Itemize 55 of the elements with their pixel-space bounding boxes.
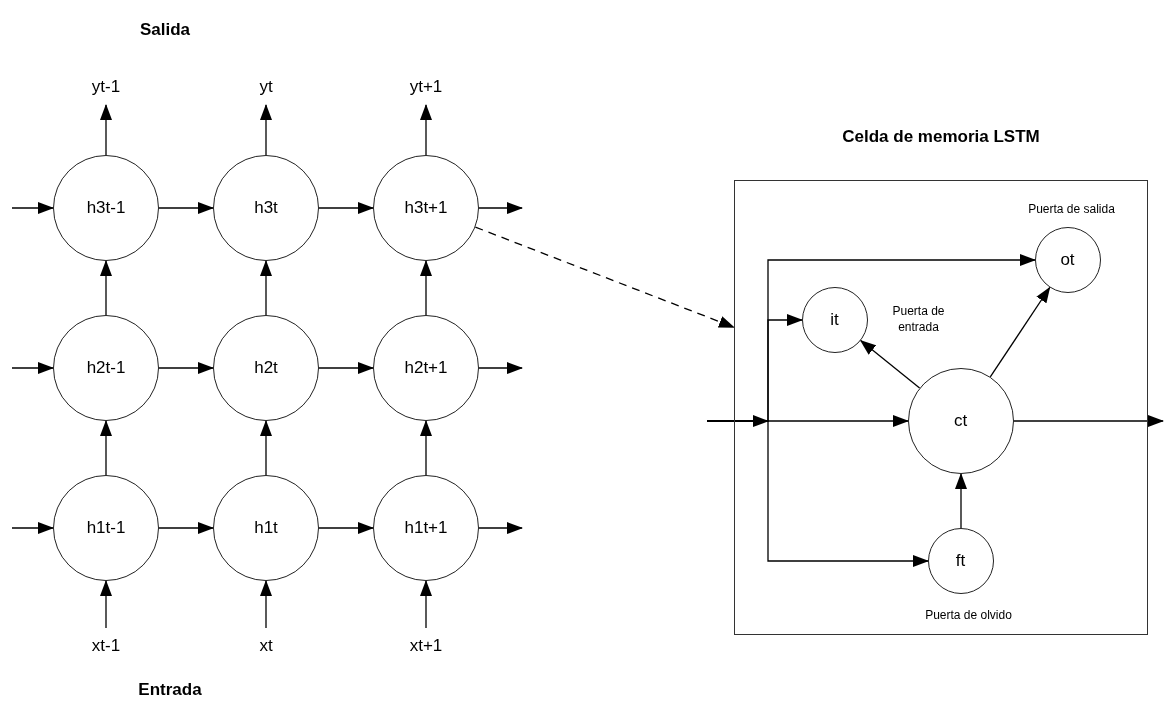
arrow: [478, 202, 523, 214]
arrow: [420, 580, 432, 629]
arrow: [420, 420, 432, 476]
gate-caption: Puerta de entrada: [891, 302, 946, 335]
cell-heading: Celda de memoria LSTM: [841, 126, 1041, 148]
gate-caption: Puerta de olvido: [924, 606, 1013, 623]
arrow: [11, 362, 54, 374]
arrow: [989, 286, 1051, 378]
arrow: [859, 339, 921, 389]
arrow: [158, 522, 214, 534]
arrow: [158, 362, 214, 374]
section-title: Salida: [139, 19, 191, 42]
arrow: [478, 362, 523, 374]
state-label: ct: [953, 409, 968, 432]
state-label: h2t-1: [86, 357, 126, 380]
sequence-label: xt: [231, 634, 301, 658]
arrow: [955, 473, 967, 529]
sequence-label: yt: [231, 75, 301, 99]
arrow: [706, 420, 929, 567]
state-label: h3t: [254, 197, 278, 220]
state-label: ft: [955, 549, 966, 572]
arrow: [260, 420, 272, 476]
arrow: [11, 202, 54, 214]
state-label: h2t+1: [404, 357, 448, 380]
arrow: [260, 260, 272, 316]
arrow: [420, 260, 432, 316]
arrow: [420, 104, 432, 156]
sequence-label: xt-1: [71, 634, 141, 658]
arrow: [100, 104, 112, 156]
arrow: [318, 362, 374, 374]
arrow: [11, 522, 54, 534]
dashed-arrow: [474, 226, 735, 328]
arrow: [100, 580, 112, 629]
arrow: [158, 202, 214, 214]
arrow: [100, 420, 112, 476]
arrow: [318, 522, 374, 534]
arrow: [260, 580, 272, 629]
section-title: Entrada: [138, 679, 202, 702]
arrow: [100, 260, 112, 316]
sequence-label: yt+1: [391, 75, 461, 99]
state-label: h1t+1: [404, 517, 448, 540]
arrow: [478, 522, 523, 534]
gate-caption: Puerta de salida: [1027, 200, 1116, 217]
state-label: h1t-1: [86, 517, 126, 540]
state-label: h2t: [254, 357, 278, 380]
sequence-label: yt-1: [71, 75, 141, 99]
arrow: [260, 104, 272, 156]
state-label: it: [830, 308, 839, 331]
state-label: h3t-1: [86, 197, 126, 220]
arrow: [318, 202, 374, 214]
arrow: [1013, 415, 1164, 427]
state-label: h1t: [254, 517, 278, 540]
sequence-label: xt+1: [391, 634, 461, 658]
state-label: ot: [1060, 248, 1075, 271]
state-label: h3t+1: [404, 197, 448, 220]
